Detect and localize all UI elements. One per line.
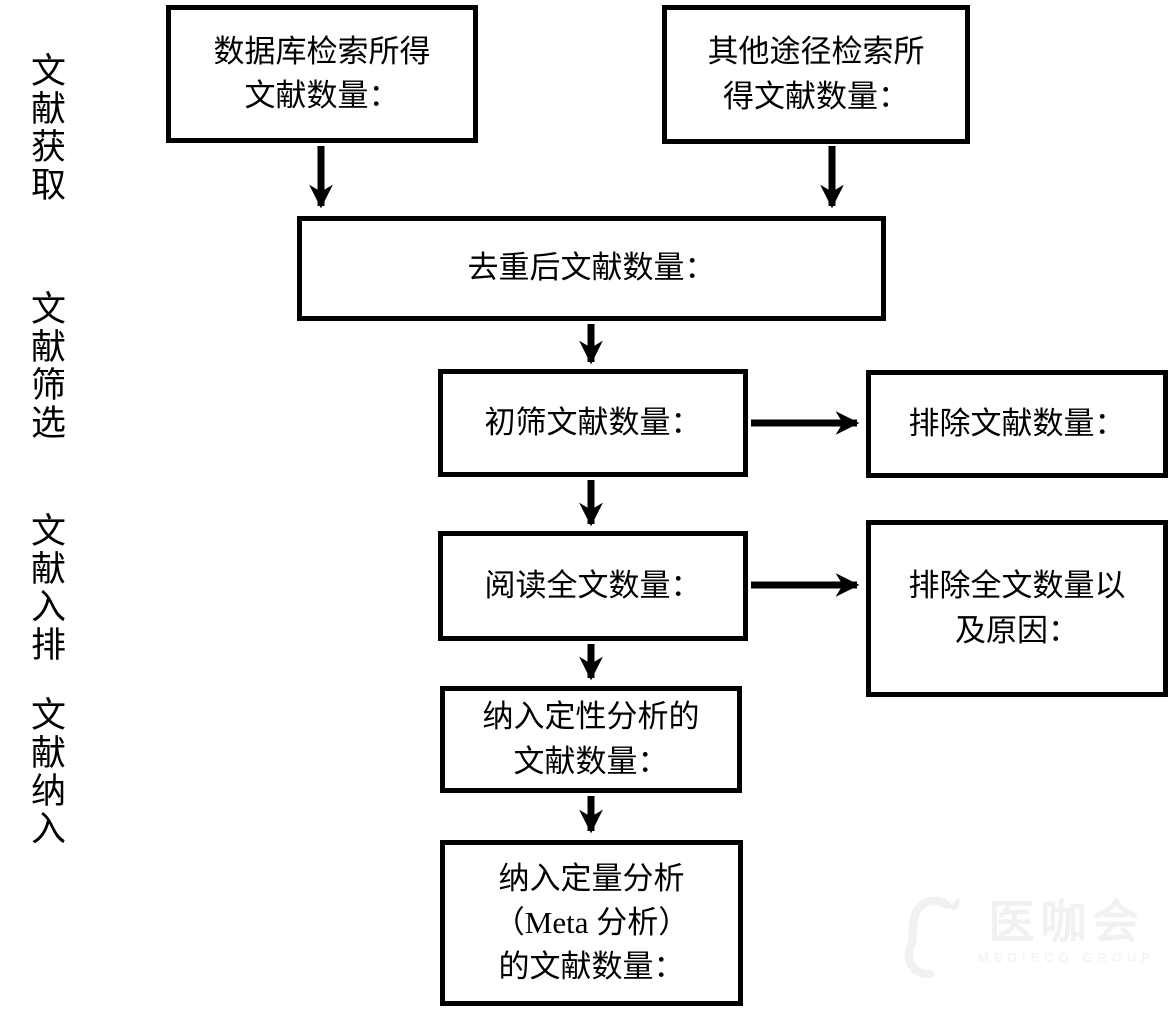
- box-initial-screen-count: 初筛文献数量：: [438, 369, 748, 477]
- stage-label-inclusion: 文献纳入: [26, 696, 65, 848]
- box-excluded-count: 排除文献数量：: [866, 370, 1168, 478]
- box-database-count: 数据库检索所得 文献数量：: [166, 5, 478, 143]
- box-fulltext-count-label: 阅读全文数量：: [484, 567, 702, 603]
- box-other-sources-count: 其他途径检索所 得文献数量：: [662, 5, 970, 144]
- watermark-subtext: MEDIECO GROUP: [978, 950, 1155, 965]
- box-other-sources-count-label: 其他途径检索所 得文献数量：: [707, 34, 925, 114]
- box-fulltext-excluded-count: 排除全文数量以 及原因：: [866, 520, 1168, 697]
- watermark-brand: 医咖会: [988, 896, 1145, 948]
- box-excluded-count-label: 排除文献数量：: [908, 405, 1126, 441]
- box-deduplicated-count: 去重后文献数量：: [297, 216, 886, 321]
- box-fulltext-count: 阅读全文数量：: [438, 531, 748, 641]
- stage-label-screening: 文献筛选: [26, 290, 65, 442]
- box-initial-screen-count-label: 初筛文献数量：: [484, 404, 702, 440]
- stage-label-eligibility: 文献入排: [26, 512, 65, 664]
- box-qualitative-count: 纳入定性分析的 文献数量：: [440, 686, 742, 793]
- watermark-text: 医咖会 MEDIECO GROUP: [978, 896, 1155, 965]
- box-deduplicated-count-label: 去重后文献数量：: [467, 250, 716, 286]
- box-fulltext-excluded-count-label: 排除全文数量以 及原因：: [908, 568, 1126, 648]
- stage-label-acquisition: 文献获取: [26, 52, 65, 204]
- watermark: 医咖会 MEDIECO GROUP: [898, 896, 1155, 980]
- box-quantitative-count-label: 纳入定量分析 （Meta 分析） 的文献数量：: [493, 860, 690, 984]
- box-database-count-label: 数据库检索所得 文献数量：: [213, 33, 431, 113]
- box-qualitative-count-label: 纳入定性分析的 文献数量：: [482, 699, 700, 779]
- box-quantitative-count: 纳入定量分析 （Meta 分析） 的文献数量：: [440, 840, 743, 1006]
- medieco-logo-icon: [904, 896, 960, 979]
